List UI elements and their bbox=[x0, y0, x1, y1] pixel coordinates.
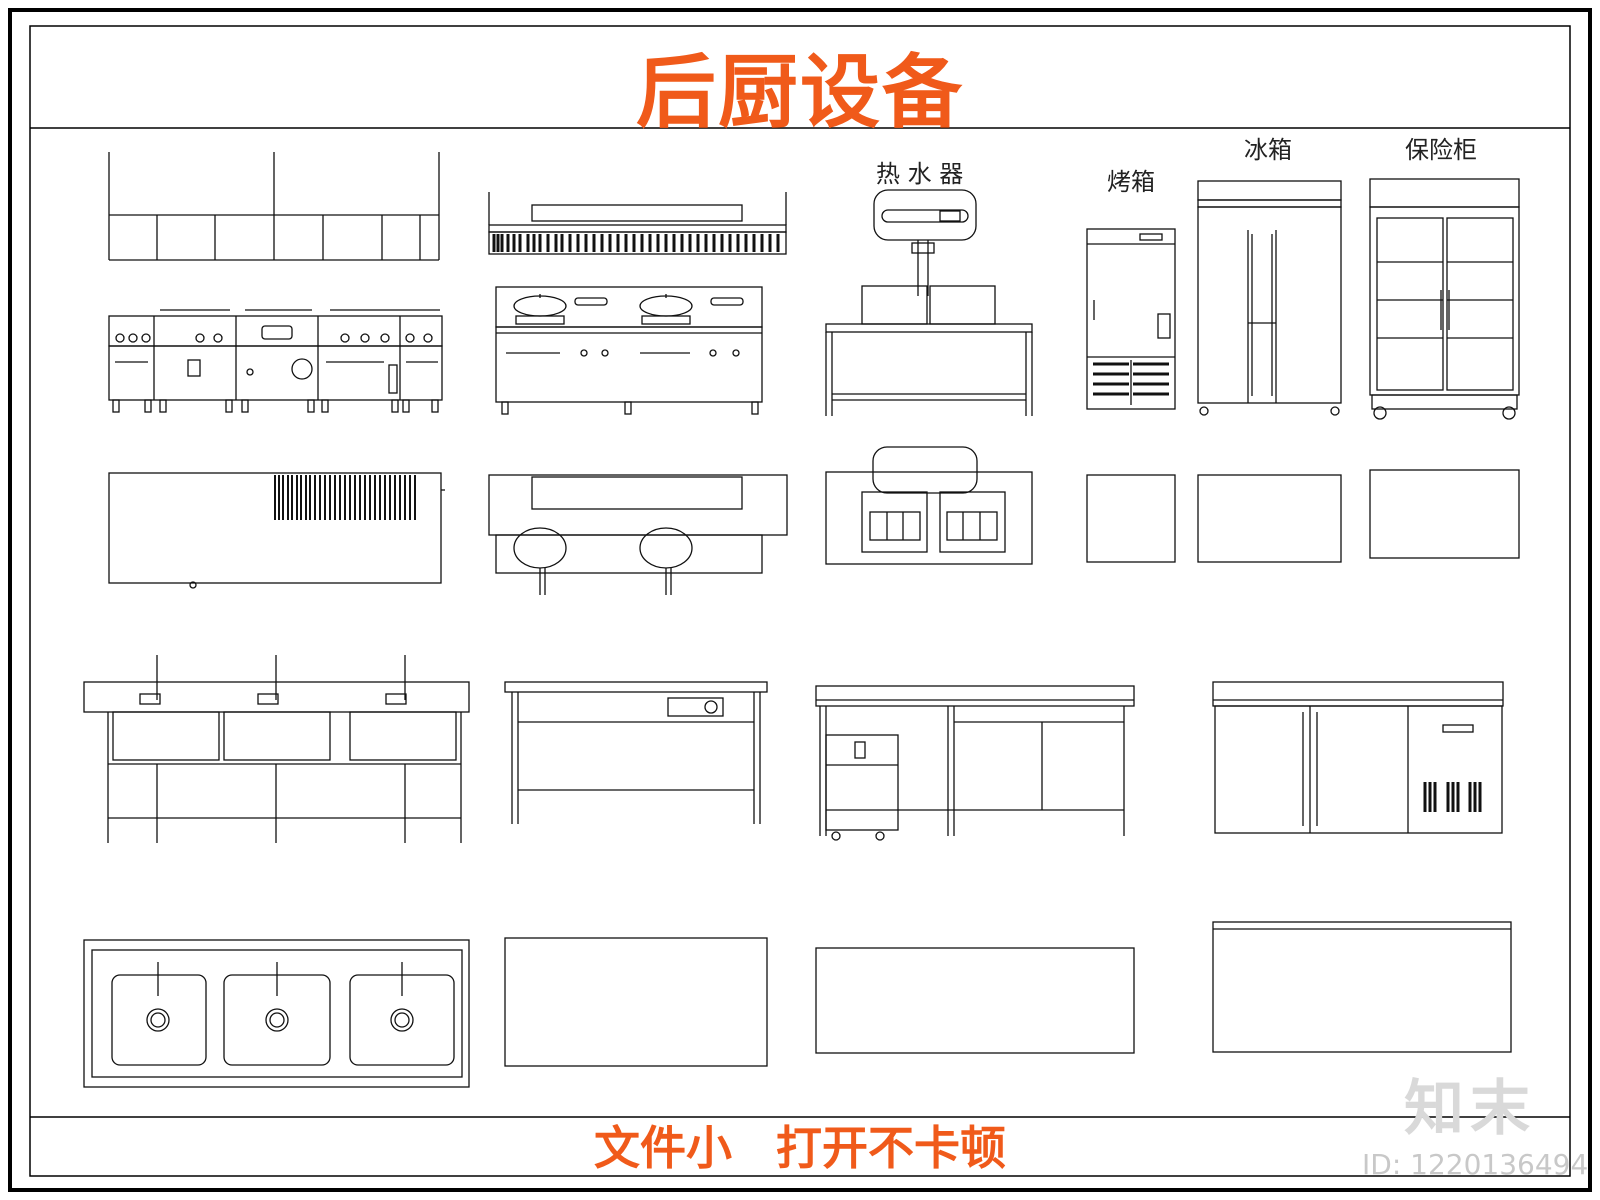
oven-plan bbox=[1086, 474, 1176, 563]
triple-sink-plan bbox=[83, 939, 470, 1088]
undercounter-fridge-plan bbox=[1212, 921, 1512, 1053]
wok-range-elevation bbox=[495, 286, 763, 415]
range-hood-filters-elevation bbox=[488, 192, 787, 255]
label-fridge: 冰箱 bbox=[1244, 136, 1292, 164]
label-safe-cabinet: 保险柜 bbox=[1405, 136, 1477, 164]
safe-cabinet-elevation bbox=[1369, 178, 1520, 420]
water-heater-elevation bbox=[825, 189, 1033, 416]
watermark-id: ID: 1220136494 bbox=[1362, 1148, 1589, 1181]
wok-range-plan bbox=[488, 474, 788, 595]
label-water-heater: 热 水 器 bbox=[876, 160, 964, 188]
watermark-logo: 知末 bbox=[1404, 1074, 1536, 1144]
work-table-elevation bbox=[504, 681, 768, 824]
range-hood-elevation bbox=[108, 152, 440, 261]
page-title: 后厨设备 bbox=[636, 46, 964, 139]
combination-range-elevation bbox=[108, 309, 443, 413]
fridge-plan bbox=[1197, 474, 1342, 563]
water-heater-plan bbox=[825, 446, 1033, 565]
safe-cabinet-plan bbox=[1369, 469, 1520, 559]
work-table-plan bbox=[504, 937, 768, 1067]
label-oven: 烤箱 bbox=[1107, 168, 1155, 196]
dish-table-elevation bbox=[815, 685, 1135, 841]
footer-slogan: 文件小 打开不卡顿 bbox=[593, 1121, 1006, 1175]
sheet-frame bbox=[8, 8, 1592, 1192]
combination-range-plan bbox=[108, 472, 445, 589]
undercounter-fridge-elevation bbox=[1212, 681, 1504, 834]
oven-cabinet-elevation bbox=[1086, 228, 1176, 410]
triple-sink-elevation bbox=[83, 655, 470, 843]
dish-table-plan bbox=[815, 947, 1135, 1054]
fridge-elevation bbox=[1197, 180, 1342, 416]
